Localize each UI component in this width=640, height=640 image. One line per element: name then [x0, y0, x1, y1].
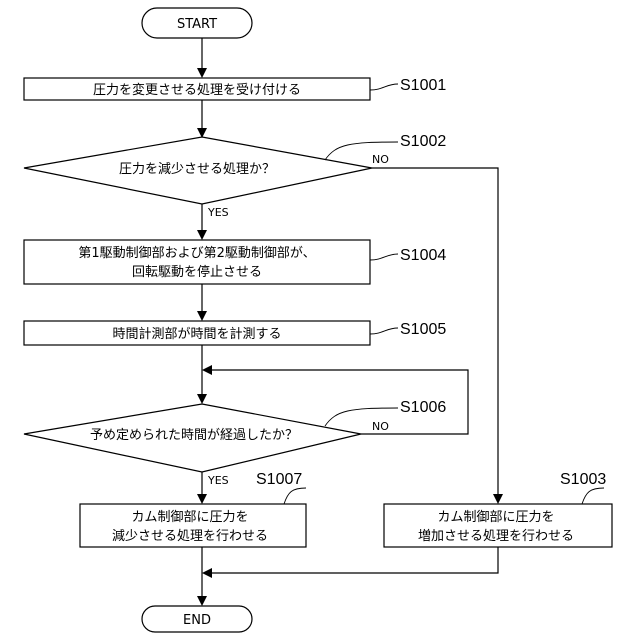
arrow-down-icon	[197, 394, 207, 404]
arrow-left-icon	[202, 365, 212, 375]
decision-s1006-no-label: NO	[372, 420, 389, 433]
step-s1007-line2: 減少させる処理を行わせる	[112, 528, 268, 544]
end-terminal: END	[142, 606, 252, 632]
step-s1005: 時間計測部が時間を計測する S1005	[24, 321, 446, 345]
arrow-left-icon	[202, 568, 212, 578]
decision-s1006-yes-label: YES	[207, 474, 229, 487]
step-s1001: 圧力を変更させる処理を受け付ける S1001	[24, 77, 446, 100]
start-terminal: START	[142, 8, 252, 38]
end-label: END	[183, 613, 211, 628]
decision-s1002-id: S1002	[400, 133, 446, 150]
decision-s1006-id: S1006	[400, 399, 446, 416]
arrow-down-icon	[197, 230, 207, 240]
decision-s1006-text: 予め定められた時間が経過したか？	[90, 428, 298, 443]
start-label: START	[177, 17, 217, 32]
step-s1001-id: S1001	[400, 77, 446, 94]
step-s1004-id: S1004	[400, 247, 446, 264]
step-s1007: カム制御部に圧力を 減少させる処理を行わせる S1007	[80, 471, 306, 547]
arrow-down-icon	[197, 68, 207, 78]
arrow-down-icon	[197, 311, 207, 321]
step-s1004-line2: 回転駆動を停止させる	[132, 264, 262, 280]
decision-s1006: 予め定められた時間が経過したか？ S1006 NO YES	[24, 399, 446, 487]
step-s1007-id: S1007	[256, 471, 302, 488]
arrow-down-icon	[493, 494, 503, 504]
step-s1003-line1: カム制御部に圧力を	[437, 510, 554, 525]
step-s1003-id: S1003	[560, 471, 606, 488]
step-s1004: 第1駆動制御部および第2駆動制御部が、 回転駆動を停止させる S1004	[24, 240, 446, 284]
step-s1004-line1: 第1駆動制御部および第2駆動制御部が、	[78, 246, 315, 261]
step-s1003-line2: 増加させる処理を行わせる	[418, 529, 574, 544]
arrow-down-icon	[197, 494, 207, 504]
arrow-down-icon	[197, 596, 207, 606]
decision-s1002-text: 圧力を減少させる処理か？	[119, 161, 275, 177]
step-s1005-id: S1005	[400, 321, 446, 338]
decision-s1002: 圧力を減少させる処理か？ S1002 NO YES	[24, 133, 446, 219]
decision-s1002-yes-label: YES	[207, 206, 229, 219]
step-s1007-line1: カム制御部に圧力を	[131, 510, 248, 525]
step-s1001-text: 圧力を変更させる処理を受け付ける	[93, 82, 301, 98]
decision-s1002-no-label: NO	[372, 153, 389, 166]
step-s1005-text: 時間計測部が時間を計測する	[112, 326, 281, 342]
